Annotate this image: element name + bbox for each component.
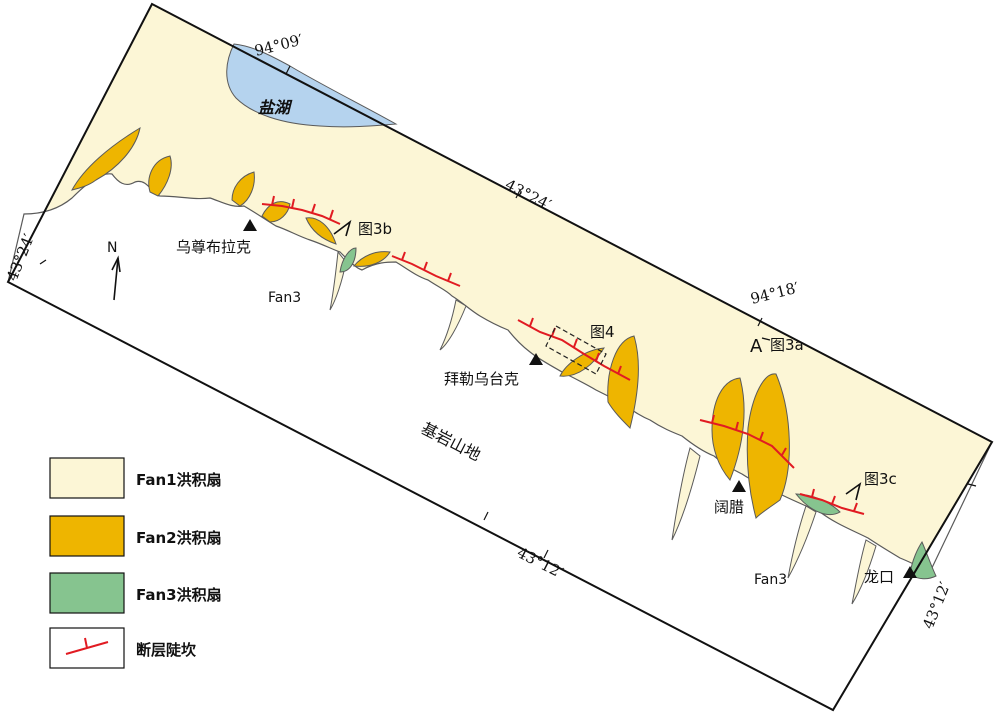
legend-swatch-fan3 <box>49 572 125 614</box>
fan2-deposits <box>71 126 790 519</box>
fan2-6 <box>353 251 391 267</box>
baile-label: 拜勒乌台克 <box>444 370 519 388</box>
wuzun-marker <box>243 219 257 231</box>
fan2-9 <box>711 377 745 481</box>
legend-label-fan3: Fan3洪积扇 <box>136 586 222 604</box>
valley-5 <box>851 539 877 605</box>
lon-94-09: 94°09′ <box>253 30 306 59</box>
fig3c-label: 图3c <box>864 470 897 488</box>
fault-scarp-3 <box>517 319 631 381</box>
legend-fault-symbol <box>65 637 109 655</box>
lon-94-18: 94°18′ <box>749 278 802 307</box>
fan2-10 <box>746 373 790 519</box>
fan2-7 <box>559 347 605 377</box>
fig3b-label: 图3b <box>358 220 392 238</box>
fan3-right-label: Fan3 <box>754 572 787 588</box>
fault-scarps <box>261 195 865 515</box>
profile-a2-label: A <box>750 336 763 357</box>
north-arrow <box>111 255 121 301</box>
kuola-marker <box>732 480 746 492</box>
legend: Fan1洪积扇 Fan2洪积扇 Fan3洪积扇 断层陡坎 <box>49 457 222 669</box>
fan2-5 <box>305 217 337 245</box>
north-label: N <box>107 240 117 256</box>
profile-a1-symbol <box>333 219 352 237</box>
fig4-box <box>545 325 607 375</box>
legend-swatch-fan2 <box>49 515 125 557</box>
fan2-3 <box>231 171 255 207</box>
fan3-1 <box>339 247 357 273</box>
profile-symbols <box>333 219 862 501</box>
valley-3 <box>671 447 701 541</box>
longkou-label: 龙口 <box>864 568 894 586</box>
fan3-left-label: Fan3 <box>268 290 301 306</box>
longkou-marker <box>903 566 917 578</box>
settlement-markers <box>243 219 917 578</box>
fig3a-label: 图3a <box>770 336 804 354</box>
legend-label-fan2: Fan2洪积扇 <box>136 529 222 547</box>
valley-4 <box>787 505 817 579</box>
fan2-1 <box>71 126 141 191</box>
kuola-label: 阔腊 <box>714 498 744 516</box>
baile-marker <box>529 353 543 365</box>
lat-bottom-right: 43°12′ <box>919 579 954 632</box>
legend-swatch-fan1 <box>49 457 125 499</box>
fault-scarp-4 <box>699 419 795 469</box>
valley-2 <box>439 299 467 351</box>
fault-scarp-1 <box>261 203 341 225</box>
legend-label-fan1: Fan1洪积扇 <box>136 471 222 489</box>
lake-label: 盐湖 <box>258 98 293 117</box>
profile-a3-symbol <box>845 482 862 501</box>
grid-ticks <box>39 65 977 559</box>
fig4-label: 图4 <box>590 323 615 341</box>
legend-label-fault: 断层陡坎 <box>136 641 196 659</box>
wuzun-label: 乌尊布拉克 <box>176 238 251 256</box>
fan2-2 <box>148 155 172 197</box>
fan2-8 <box>607 335 639 429</box>
map-frame <box>6 2 994 712</box>
